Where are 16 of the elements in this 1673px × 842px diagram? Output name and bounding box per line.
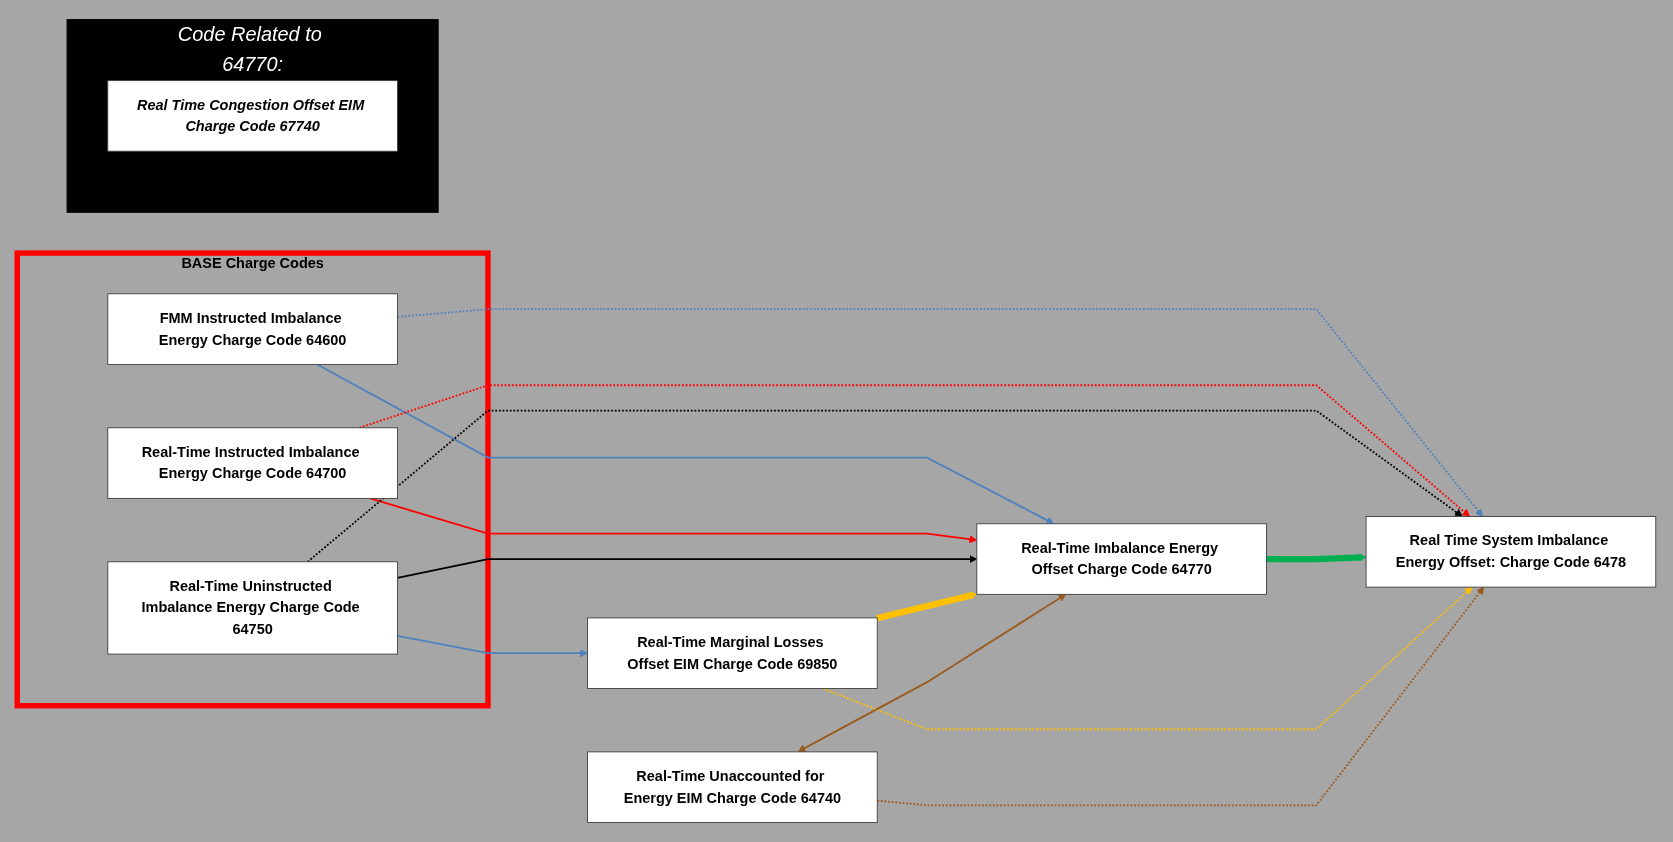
- node-box: Real-Time Instructed Imbalance Energy Charge Code 64700: [107, 427, 398, 499]
- arrow: [396, 555, 978, 579]
- arrow: [876, 591, 978, 622]
- node-box: Real Time System Imbalance Energy Offset: Charge Code 6478: [1365, 516, 1657, 588]
- arrow: [876, 586, 1485, 807]
- arrow: [316, 363, 1055, 525]
- arrow: [396, 634, 588, 658]
- node-box: Real-Time Unaccounted for Energy EIM Charge Code 64740: [587, 751, 878, 823]
- node-box: Real-Time Imbalance Energy Offset Charge Code 64770: [976, 523, 1267, 595]
- arrow: [797, 594, 1067, 753]
- arrow: [396, 308, 1483, 517]
- node-box: Real-Time Marginal Losses Offset EIM Charge Code 69850: [587, 617, 878, 689]
- arrow: [1266, 553, 1367, 563]
- node-box: Real-Time Uninstructed Imbalance Energy Charge Code 64750: [107, 561, 398, 655]
- node-box: FMM Instructed Imbalance Energy Charge Code 64600: [107, 293, 398, 365]
- node-box: Real Time Congestion Offset EIM Charge Code 67740: [107, 80, 398, 152]
